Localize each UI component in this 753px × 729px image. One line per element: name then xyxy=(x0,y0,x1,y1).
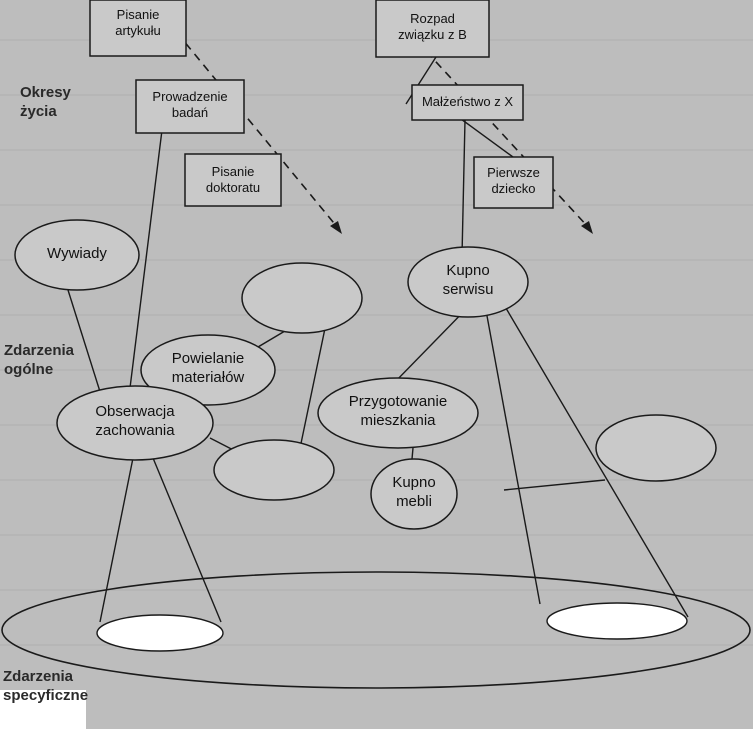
line-breakup-to-marriage xyxy=(405,56,437,105)
ellipse-blank-bottom xyxy=(213,439,335,501)
specific-event-right xyxy=(546,602,688,640)
box-label-marriage-with-x: Małżeństwo z X xyxy=(421,94,514,109)
connector-lines xyxy=(67,56,689,623)
line-research-to-observation xyxy=(129,121,164,389)
label-specific-events: Zdarzenia specyficzne xyxy=(3,668,89,704)
specific-event-left xyxy=(96,614,224,652)
line-marriage-to-child xyxy=(460,118,514,158)
ellipse-blank-top xyxy=(241,262,363,334)
ellipse-buying-furniture xyxy=(370,458,458,530)
box-breakup-with-b xyxy=(375,0,490,58)
label-life-periods: Okresy życia xyxy=(20,84,71,120)
line-service-to-specific-right xyxy=(499,297,689,618)
ellipse-behavior-observation xyxy=(56,385,214,461)
line-preparing-to-furniture xyxy=(411,447,414,460)
line-observation-to-specific-left xyxy=(99,457,134,623)
line-furniture-to-blank xyxy=(503,479,606,491)
box-conducting-research xyxy=(135,79,245,134)
ellipse-buying-service xyxy=(407,246,529,318)
box-label-conducting-research: Prowadzenie badań xyxy=(152,89,228,121)
box-first-child xyxy=(473,156,554,209)
arrowhead-right xyxy=(581,221,593,234)
line-service-to-specific-left xyxy=(484,304,541,605)
ellipse-label-preparing-apartment: Przygotowanie mieszkania xyxy=(348,393,448,429)
box-marriage-with-x xyxy=(411,84,524,121)
ellipse-blank-right xyxy=(595,414,717,482)
line-observation-to-specific-right xyxy=(152,457,222,623)
ellipse-label-interviews: Wywiady xyxy=(47,245,107,262)
box-label-breakup-with-b: Rozpad związku z B xyxy=(398,11,467,43)
corner-patch xyxy=(0,690,86,729)
ellipse-preparing-apartment xyxy=(317,377,479,449)
ellipse-label-behavior-observation: Obserwacja zachowania xyxy=(95,403,175,439)
ellipse-copying-materials xyxy=(140,334,276,406)
line-marriage-to-service xyxy=(461,119,466,257)
life-period-boxes xyxy=(89,0,554,209)
arrowhead-left xyxy=(330,221,342,234)
box-writing-articles xyxy=(89,0,187,57)
box-label-first-child: Pierwsze dziecko xyxy=(487,165,540,197)
box-writing-doctorate xyxy=(184,153,282,207)
ellipse-label-buying-furniture: Kupno mebli xyxy=(392,474,436,510)
line-interviews-to-observation xyxy=(67,289,103,399)
specific-events-ellipse xyxy=(1,571,751,689)
ellipse-interviews xyxy=(14,219,140,291)
ellipse-label-buying-service: Kupno serwisu xyxy=(442,262,494,298)
ellipse-label-copying-materials: Powielanie materiałów xyxy=(171,350,245,386)
label-general-events: Zdarzenia ogólne xyxy=(4,342,75,378)
box-label-writing-articles: Pisanie artykułu xyxy=(115,7,161,39)
box-label-writing-doctorate: Pisanie doktoratu xyxy=(205,164,261,196)
